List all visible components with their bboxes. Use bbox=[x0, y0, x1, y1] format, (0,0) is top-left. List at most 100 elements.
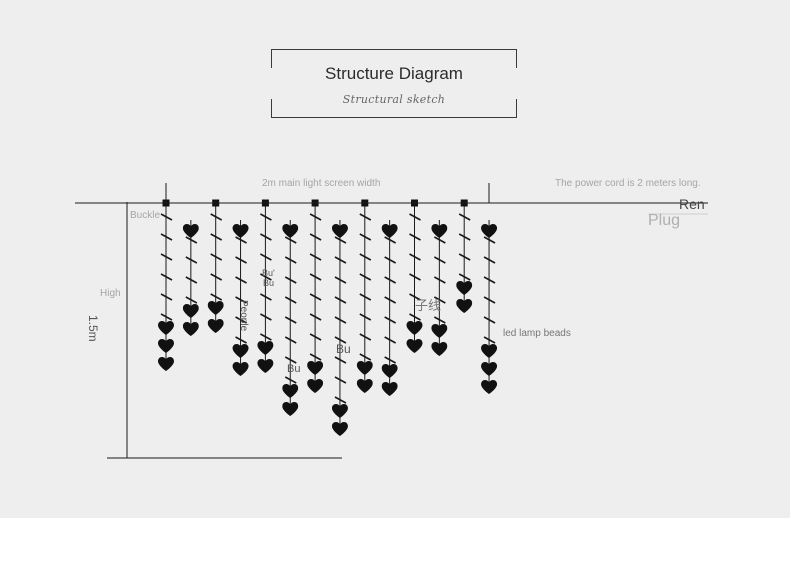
ren-label: Ren bbox=[679, 196, 705, 212]
light-strand bbox=[406, 199, 423, 353]
high-label: High bbox=[100, 288, 121, 299]
lamp-bead-dash bbox=[483, 336, 496, 344]
lamp-bead-dash bbox=[483, 256, 496, 264]
lamp-bead-dash bbox=[210, 293, 223, 301]
lamp-bead-dash bbox=[433, 256, 446, 264]
lamp-bead-dash bbox=[260, 213, 272, 221]
title-box-top-frame bbox=[271, 49, 517, 68]
lamp-bead-dash bbox=[334, 396, 347, 404]
bu-label-top: Bu' bbox=[262, 268, 275, 278]
light-strand bbox=[456, 199, 473, 313]
lamp-bead-dash bbox=[334, 316, 347, 324]
lamp-bead-dash bbox=[359, 313, 372, 321]
lamp-bead-dash bbox=[284, 236, 297, 244]
lamp-bead-dash bbox=[384, 336, 397, 344]
lamp-bead-dash bbox=[284, 336, 297, 344]
lamp-bead-dash bbox=[359, 293, 372, 301]
diagram-title: Structure Diagram bbox=[325, 64, 463, 83]
title-box-bottom-frame bbox=[271, 99, 517, 118]
lamp-bead-dash bbox=[309, 253, 322, 261]
bu-label-top-2: Bu bbox=[263, 278, 275, 288]
lamp-bead-dash bbox=[160, 233, 173, 241]
lamp-bead-dash bbox=[210, 213, 223, 221]
light-strand bbox=[307, 199, 324, 393]
diagram-canvas bbox=[0, 0, 790, 518]
power-cord-label: The power cord is 2 meters long. bbox=[555, 178, 701, 189]
light-strand bbox=[481, 220, 498, 394]
lamp-bead-dash bbox=[309, 353, 322, 361]
lamp-bead-dash bbox=[384, 256, 397, 264]
lamp-bead-dash bbox=[260, 333, 272, 341]
people-label: People bbox=[238, 300, 249, 332]
lamp-bead-dash bbox=[433, 296, 446, 304]
lamp-bead-dash bbox=[409, 293, 421, 301]
lamp-bead-dash bbox=[260, 253, 272, 261]
lamp-bead-dash bbox=[235, 336, 247, 344]
lamp-bead-dash bbox=[235, 316, 247, 324]
lamp-bead-dash bbox=[284, 376, 297, 384]
lamp-bead-dash bbox=[210, 273, 223, 281]
lamp-bead-dash bbox=[359, 253, 372, 261]
lamp-bead-dash bbox=[284, 316, 297, 324]
sub-line-label: 子线 bbox=[415, 299, 442, 314]
lamp-bead-dash bbox=[359, 333, 372, 341]
lamp-bead-dash bbox=[483, 316, 496, 324]
light-strand bbox=[158, 199, 174, 371]
lamp-bead-dash bbox=[334, 276, 347, 284]
lamp-bead-dash bbox=[384, 356, 397, 364]
lamp-bead-dash bbox=[235, 256, 247, 264]
lamp-bead-dash bbox=[334, 256, 347, 264]
title-box: Structure Diagram Structural sketch bbox=[271, 49, 517, 118]
lamp-bead-dash bbox=[433, 276, 446, 284]
light-strand bbox=[381, 220, 398, 396]
lamp-bead-dash bbox=[185, 236, 198, 244]
lamp-bead-dash bbox=[458, 213, 471, 221]
lamp-bead-dash bbox=[235, 296, 247, 304]
bu-label-mid: Bu bbox=[336, 342, 351, 356]
plug-label: Plug bbox=[648, 212, 681, 229]
light-strand bbox=[232, 220, 249, 376]
lamp-bead-dash bbox=[284, 276, 297, 284]
buckle-label: Buckle bbox=[130, 210, 161, 221]
lamp-bead-dash bbox=[483, 236, 496, 244]
lamp-bead-dash bbox=[284, 296, 297, 304]
lamp-bead-dash bbox=[409, 253, 421, 261]
lamp-bead-dash bbox=[409, 213, 421, 221]
strands-group bbox=[158, 199, 498, 436]
lamp-bead-dash bbox=[483, 296, 496, 304]
lamp-bead-dash bbox=[260, 233, 272, 241]
lamp-bead-dash bbox=[384, 276, 397, 284]
lamp-bead-dash bbox=[309, 213, 322, 221]
lamp-bead-dash bbox=[483, 276, 496, 284]
bu-label-low: Bu bbox=[287, 363, 301, 375]
lamp-bead-dash bbox=[409, 233, 421, 241]
lamp-bead-dash bbox=[334, 356, 347, 364]
lamp-bead-dash bbox=[160, 213, 173, 221]
light-strand bbox=[331, 220, 348, 436]
lamp-bead-dash bbox=[458, 253, 471, 261]
lamp-bead-dash bbox=[260, 293, 272, 301]
lamp-bead-dash bbox=[160, 273, 173, 281]
structure-drawing bbox=[75, 183, 708, 459]
lamp-bead-dash bbox=[384, 316, 397, 324]
lamp-bead-dash bbox=[409, 313, 421, 321]
lamp-bead-dash bbox=[309, 293, 322, 301]
lamp-bead-dash bbox=[210, 253, 223, 261]
lamp-bead-dash bbox=[185, 276, 198, 284]
lamp-bead-dash bbox=[309, 333, 322, 341]
lamp-bead-dash bbox=[384, 236, 397, 244]
lamp-bead-dash bbox=[160, 253, 173, 261]
lamp-bead-dash bbox=[185, 256, 198, 264]
height-value-label: 1.5m bbox=[86, 315, 100, 342]
lamp-bead-dash bbox=[359, 273, 372, 281]
lamp-bead-dash bbox=[185, 296, 198, 304]
lamp-bead-dash bbox=[359, 233, 372, 241]
lamp-bead-dash bbox=[433, 316, 446, 324]
lamp-bead-dash bbox=[334, 336, 347, 344]
width-label: 2m main light screen width bbox=[262, 178, 381, 189]
lamp-bead-dash bbox=[260, 313, 272, 321]
light-strand bbox=[282, 220, 299, 416]
lamp-bead-dash bbox=[260, 273, 272, 281]
light-strand bbox=[356, 199, 373, 393]
lamp-bead-dash bbox=[309, 233, 322, 241]
